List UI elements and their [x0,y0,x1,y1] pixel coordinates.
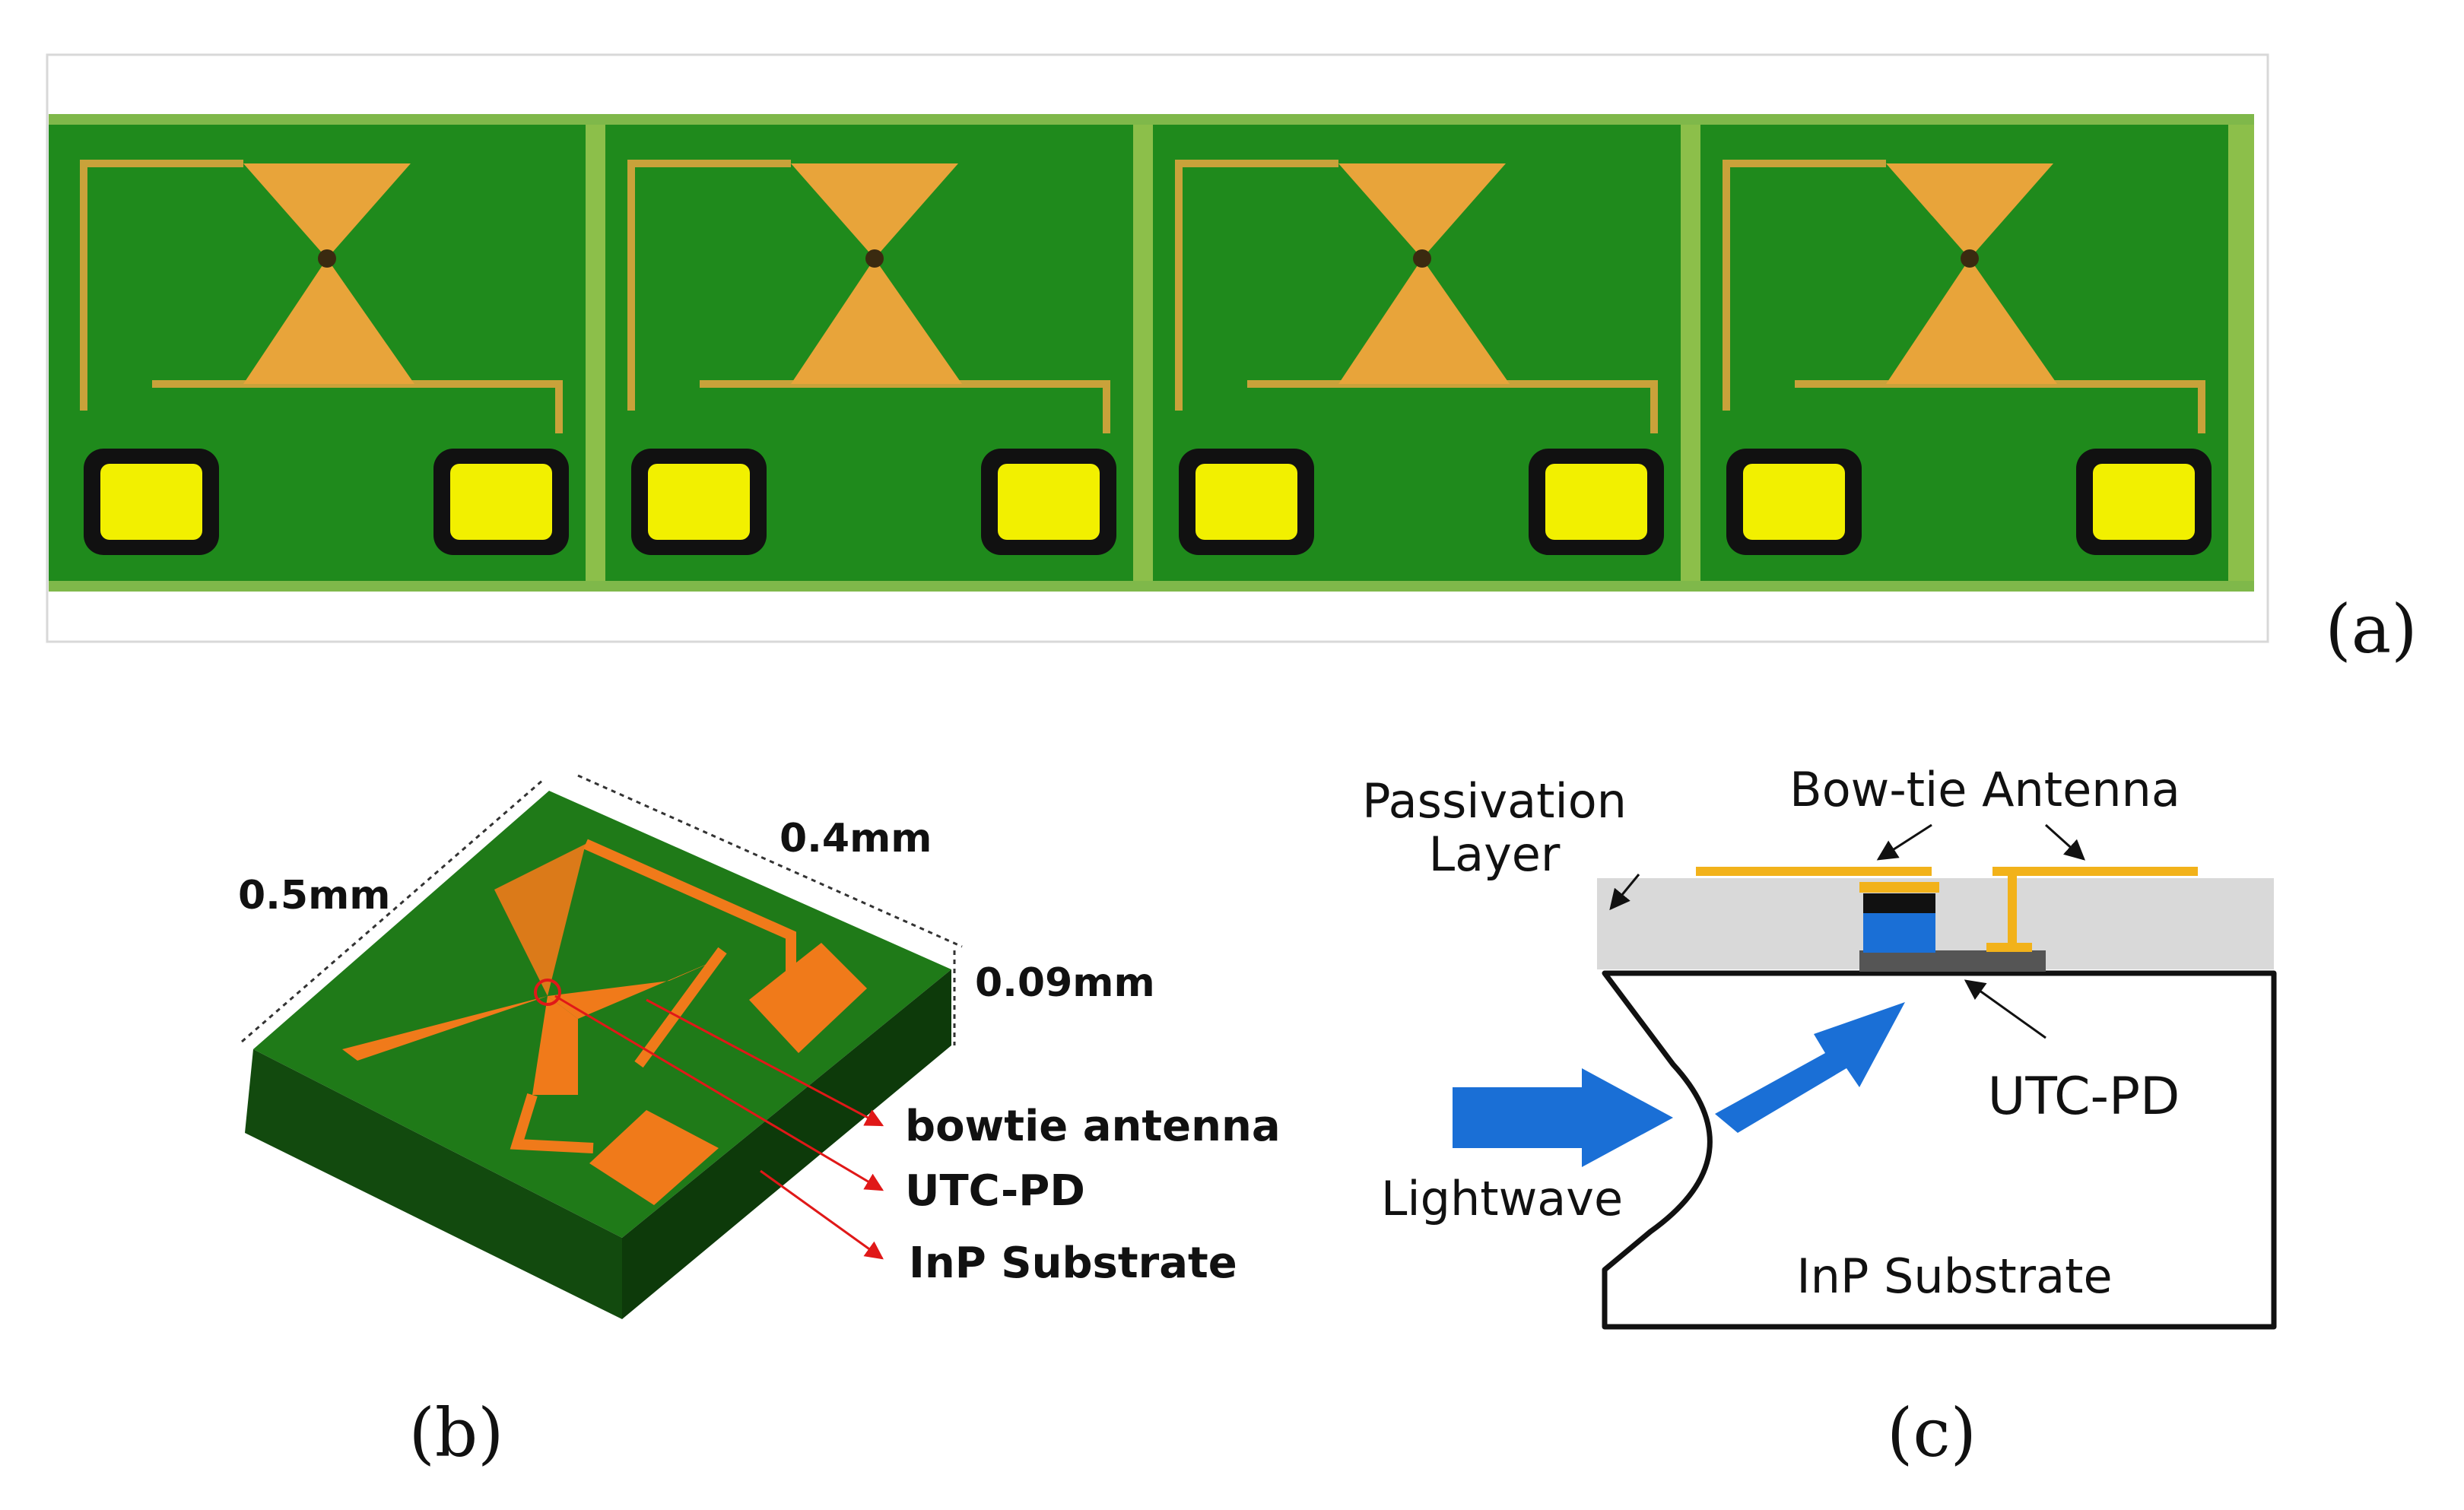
block-top-face [253,791,951,1238]
antenna-via [2008,874,2017,950]
pointer-passivation [1609,874,1640,911]
utc-pd-marker [534,979,561,1006]
label-utc-pd-c: UTC-PD [1988,1067,2180,1127]
label-utc-pd: UTC-PD [905,1166,1085,1216]
caption-a: (a) [2325,590,2417,668]
dim-length-label: 0.5mm [238,873,390,918]
dim-thickness-label: 0.09mm [975,960,1155,1006]
label-passivation-2: Layer [1429,826,1561,882]
photodiode-spot [318,249,336,268]
strip-top-edge [49,114,2254,125]
bowtie-bottom [243,259,414,384]
pointer-antenna-left [1876,823,1932,861]
bowtie-arm-left [342,996,548,1061]
antenna-arm-left [1696,867,1932,876]
bowtie-flare-left [494,844,586,996]
lightwave-arrow-refracted [1715,1002,1905,1133]
label-inp-substrate-c: InP Substrate [1796,1248,2112,1304]
panel-b: 0.5mm 0.4mm 0.09mm bowtie antenna UTC-PD… [238,774,1281,1472]
chip-photo [80,125,605,581]
strip-bottom-edge [49,581,2254,592]
caption-c: (c) [1887,1394,1977,1472]
pd-top-metal [1859,882,1939,893]
caption-b: (b) [409,1394,504,1472]
callout-arrow-antenna [646,998,884,1127]
feed-line-mid [634,947,727,1068]
pointer-antenna-right [2044,823,2086,861]
pointer-utc-pd [1964,979,2046,1039]
label-lightwave: Lightwave [1381,1171,1623,1226]
label-passivation-1: Passivation [1362,773,1627,829]
pd-base-layer [1859,950,2046,972]
panel-c: Passivation Layer Bow-tie Antenna UTC-PD… [1362,762,2277,1472]
lightwave-arrow-in [1453,1068,1673,1167]
feed-line-bottom [510,1093,594,1153]
antenna-via-foot [1986,943,2032,952]
label-bowtie-antenna: bowtie antenna [905,1102,1281,1151]
bowtie-top [243,163,411,259]
pad-upper [749,943,867,1053]
pd-absorber [1863,911,1935,953]
callout-arrow-substrate [760,1169,884,1260]
label-bowtie-antenna-c: Bow-tie Antenna [1789,762,2180,817]
bowtie-flare-bottom [532,996,578,1095]
callout-arrow-pd [554,995,884,1191]
block-side-face [622,969,951,1319]
label-inp-substrate: InP Substrate [909,1239,1237,1288]
pd-contact-layer [1863,893,1935,913]
panel-a: (a) [46,53,2418,668]
dicing-line [586,125,605,581]
dim-line-length [241,778,545,1043]
dicing-line-end [2236,125,2254,581]
feed-trace-left [80,160,243,411]
pad-right [450,464,552,540]
block-front-face [245,1049,622,1319]
inp-substrate [1602,970,2277,1330]
feed-line-top [583,839,796,973]
dim-line-width [577,774,963,948]
pad-lower [589,1110,719,1205]
dim-width-label: 0.4mm [780,816,932,861]
pad-left [100,464,202,540]
antenna-arm-right [1992,867,2198,876]
bowtie-arm-right [548,954,730,1019]
